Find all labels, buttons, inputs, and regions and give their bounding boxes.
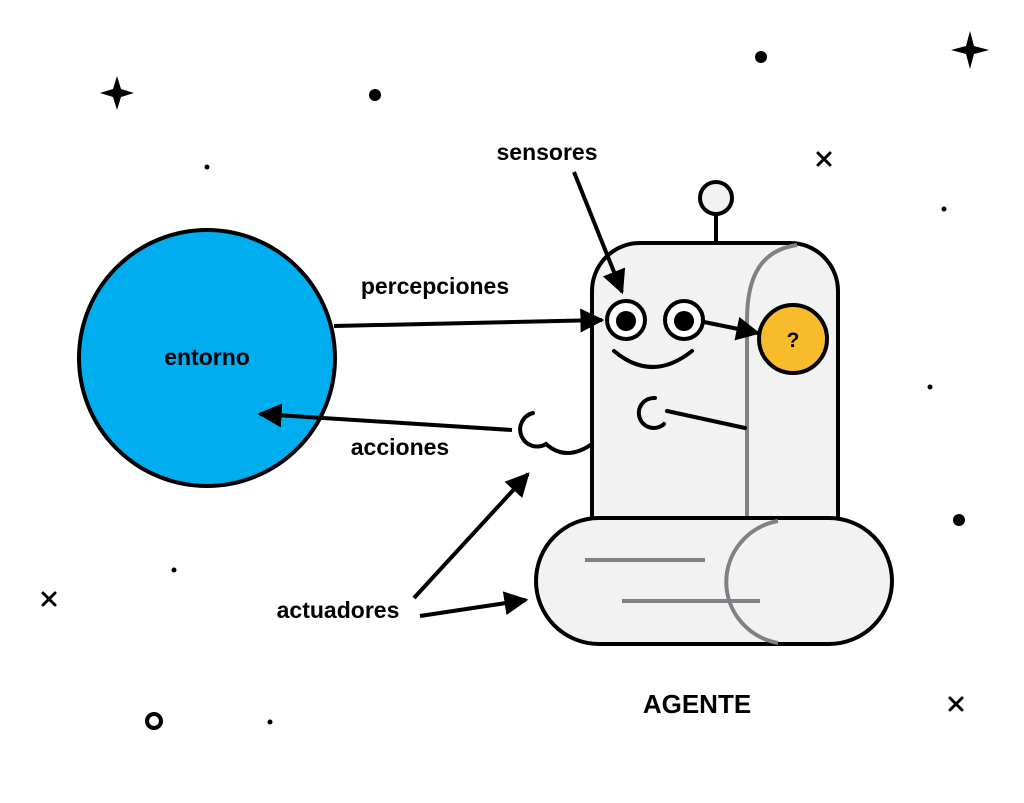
actuators-arm-arrow [412,472,530,600]
cross-icon [816,151,832,167]
environment-label: entorno [164,344,250,370]
agent-robot: ? [518,180,894,646]
dot-icon [204,164,210,170]
actuators-label: actuadores [277,597,400,623]
dot-icon [267,719,273,725]
dot-icon [171,567,177,573]
perceptions-arrow [333,308,605,333]
dot-icon [755,51,767,63]
robot-base-shade-arc [724,519,779,645]
sparkle-icon [100,76,134,110]
antenna-ball [698,180,734,216]
background-stars [41,31,989,730]
right-pupil [674,311,694,331]
robot-back-arm [665,409,747,430]
sensors-arrow [572,171,626,295]
unknown-label: ? [787,329,800,352]
dot-icon [941,206,947,212]
cross-icon [41,591,57,607]
dot-icon [369,89,381,101]
eye-to-reasoning-arrow [703,316,761,341]
ring-icon [145,712,163,730]
dot-icon [953,514,965,526]
actions-label: acciones [351,434,449,460]
sensors-label: sensores [496,139,597,165]
arrows [257,171,761,618]
actions-arrow [257,403,513,432]
robot-mouth [612,349,694,369]
robot-back-hand [636,395,666,430]
sensor-eyes [605,299,705,341]
sparkle-icon [951,31,989,69]
agent-label: AGENTE [643,689,751,719]
environment-node: entorno [77,228,337,488]
robot-front-hand [518,411,594,455]
robot-body-shade-line [745,243,798,520]
perceptions-label: percepciones [361,273,509,299]
dot-icon [927,384,933,390]
actuators-base-arrow [419,591,529,618]
left-pupil [616,311,636,331]
cross-icon [948,696,964,712]
robot-base [534,516,894,646]
